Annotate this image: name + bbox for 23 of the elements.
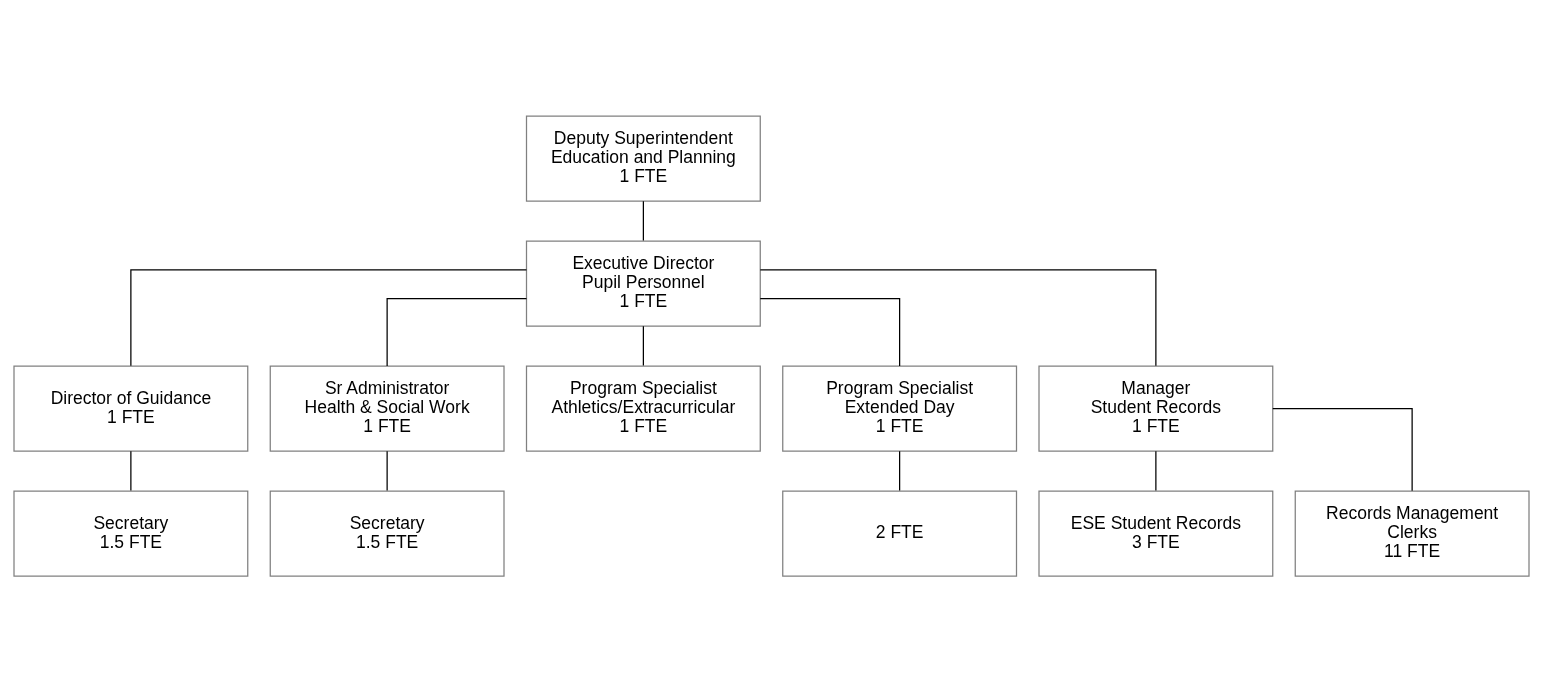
- node-box: Program Specialist Extended Day 1 FTE: [782, 364, 1018, 452]
- node-box: Program Specialist Athletics/Extracurricular 1 FTE: [525, 364, 761, 452]
- node-box: 2 FTE: [782, 489, 1018, 577]
- connector: [899, 450, 901, 491]
- node-box: Director of Guidance 1 FTE: [13, 364, 249, 452]
- node-box: Executive Director Pupil Personnel 1 FTE: [525, 239, 761, 327]
- connector: [642, 200, 644, 241]
- node-box: ESE Student Records 3 FTE: [1038, 489, 1274, 577]
- connector: [642, 325, 644, 366]
- node-box: Records Management Clerks 11 FTE: [1294, 489, 1530, 577]
- node-box: Manager Student Records 1 FTE: [1038, 364, 1274, 452]
- node-box: Secretary 1.5 FTE: [269, 489, 505, 577]
- connector: [1272, 407, 1413, 491]
- connector: [759, 297, 901, 367]
- connector: [1155, 450, 1157, 491]
- connector: [130, 450, 132, 491]
- connector: [759, 268, 1157, 366]
- connector: [386, 450, 388, 491]
- node-box: Secretary 1.5 FTE: [13, 489, 249, 577]
- node-box: Deputy Superintendent Education and Planning 1 FTE: [525, 114, 761, 202]
- node-box: Sr Administrator Health & Social Work 1 FTE: [269, 364, 505, 452]
- connector: [130, 268, 528, 366]
- connector: [386, 297, 528, 367]
